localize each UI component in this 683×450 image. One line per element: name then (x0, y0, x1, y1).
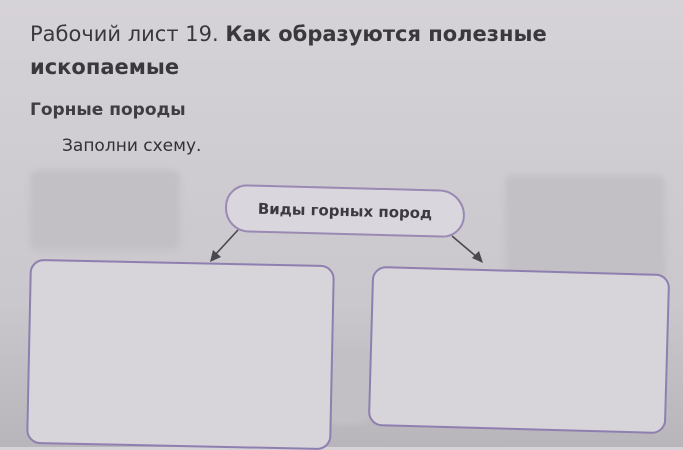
worksheet-number: Рабочий лист 19. (30, 22, 219, 46)
answer-box-left[interactable] (26, 258, 335, 450)
answer-box-right[interactable] (367, 265, 671, 435)
worksheet-topic-line2: ископаемые (30, 55, 180, 79)
arrow-left-head (210, 250, 221, 262)
arrow-right-head (472, 251, 483, 263)
instruction-text: Заполни схему. (62, 136, 202, 156)
worksheet-topic: Как образуются полезные (225, 22, 547, 46)
arrow-right-line (451, 235, 479, 259)
bleed-image-right (505, 175, 665, 285)
page-title: Рабочий лист 19. Как образуются полезные… (30, 18, 590, 84)
section-heading: Горные породы (30, 100, 186, 120)
bleed-image-left (30, 170, 180, 250)
arrow-left-line (213, 229, 239, 257)
